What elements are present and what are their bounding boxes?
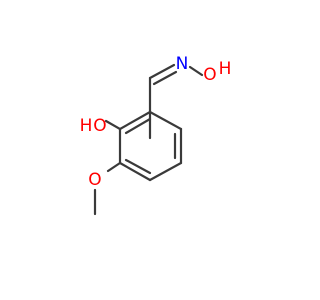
ring-bond-c5-c6-inner <box>124 158 152 175</box>
methoxy-oxygen-label: O <box>88 170 101 190</box>
imine-double-bond-outer <box>148 63 176 80</box>
ring-bond-c1-c2-top <box>118 110 152 131</box>
ring-bond-top-inner <box>124 117 152 135</box>
ring-bond-c2-c3 <box>148 110 183 131</box>
molecule-structure-diagram: N O H H O O <box>80 54 232 216</box>
ring-bond-c4-c5 <box>148 161 183 182</box>
ring-to-methoxy-oxygen-bond <box>106 161 122 173</box>
atom-labels-layer: N O H H O O <box>80 54 232 190</box>
nitrogen-oxygen-bond <box>188 65 204 77</box>
imine-double-bond-inner <box>152 70 178 86</box>
bonds-layer <box>93 63 204 216</box>
phenol-hydrogen-label: H <box>80 116 93 136</box>
oxime-oxygen-label: O <box>203 65 216 85</box>
phenol-oxygen-label: O <box>93 116 106 136</box>
oxime-nitrogen-label: N <box>176 54 189 74</box>
phenol-carbon-oxygen-bond <box>104 119 122 131</box>
oxime-hydrogen-label: H <box>219 59 232 79</box>
ring-bond-c5-c6 <box>118 161 152 182</box>
